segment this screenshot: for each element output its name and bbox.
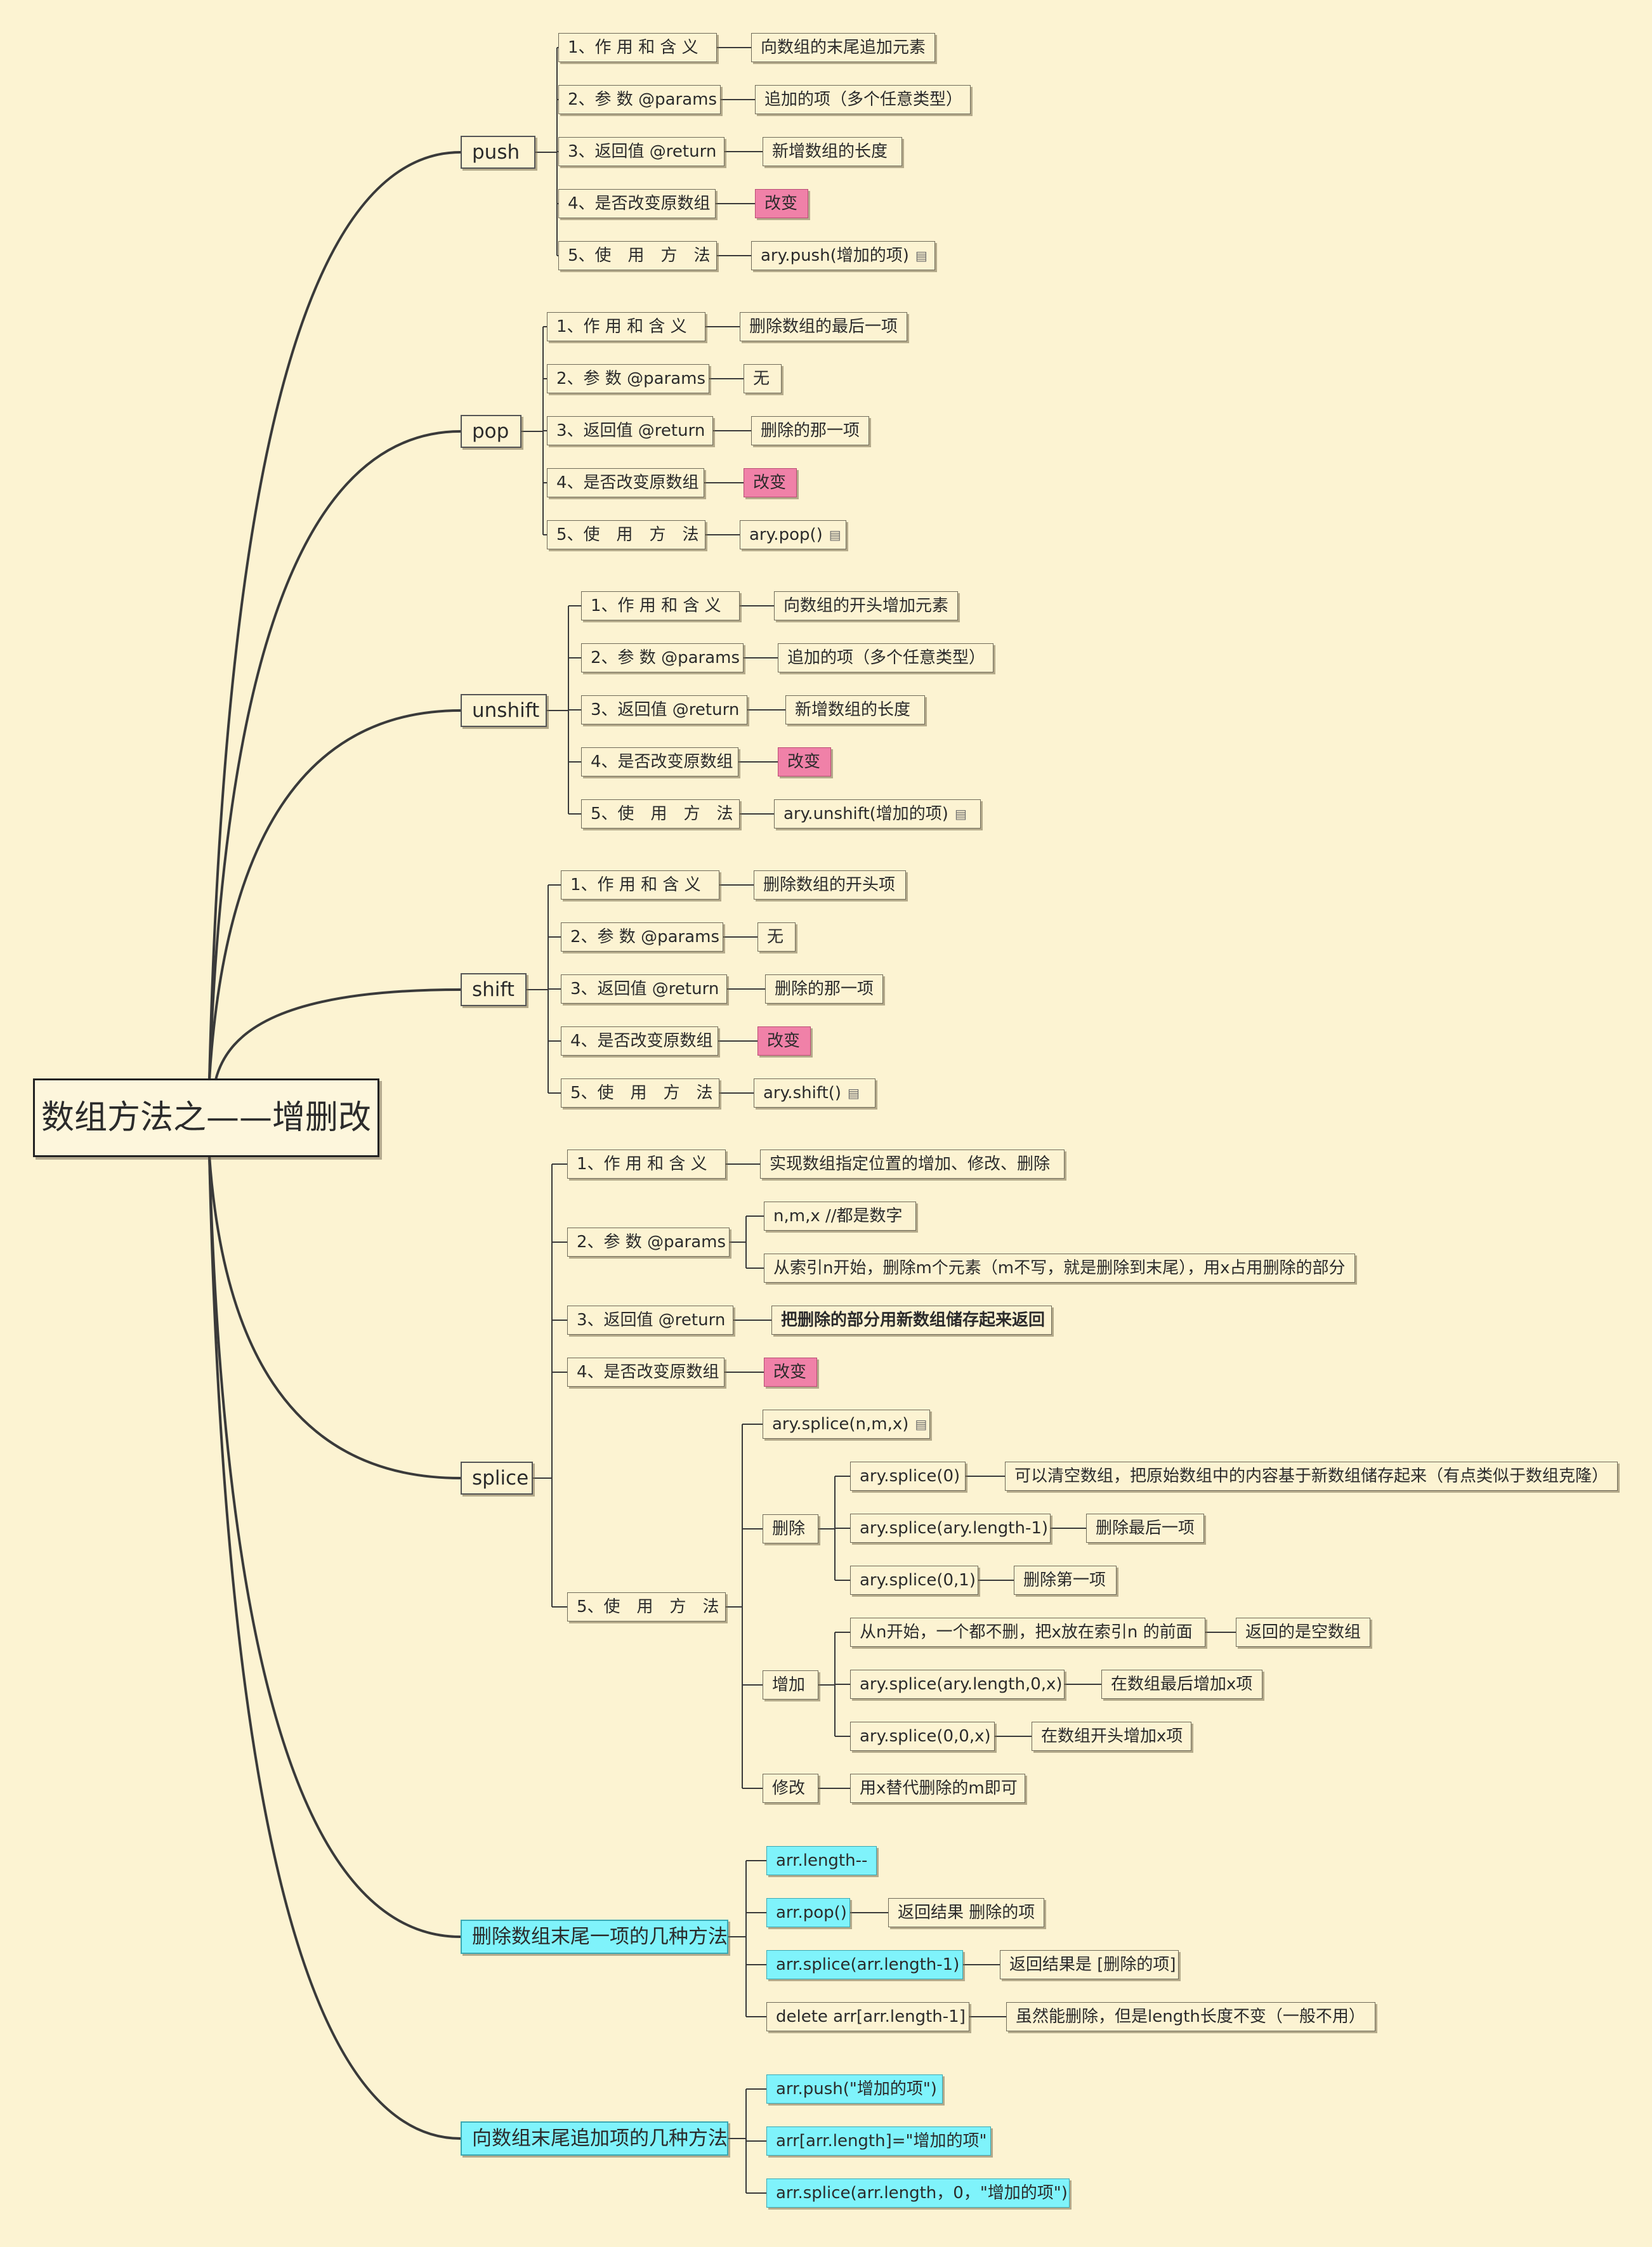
root-topic[interactable]: 数组方法之——增删改 (33, 1078, 379, 1157)
append-end-splice[interactable]: arr.splice(arr.length，0，"增加的项") (766, 2178, 1070, 2208)
splice-modify-note[interactable]: 用x替代删除的m即可 (850, 1774, 1025, 1803)
unshift-meaning-label[interactable]: 1、作 用 和 含 义 (581, 591, 740, 620)
remove-last-pop[interactable]: arr.pop() (766, 1898, 850, 1927)
splice-delete-last-note[interactable]: 删除最后一项 (1086, 1514, 1204, 1543)
unshift-return-value[interactable]: 新增数组的长度 (785, 695, 925, 724)
push-params-value[interactable]: 追加的项（多个任意类型） (755, 85, 971, 114)
splice-add-before-n-note[interactable]: 返回的是空数组 (1236, 1618, 1370, 1647)
splice-meaning-value[interactable]: 实现数组指定位置的增加、修改、删除 (760, 1150, 1065, 1179)
unshift-usage-label[interactable]: 5、使 用 方 法 (581, 799, 740, 829)
note-icon[interactable]: ▤ (829, 527, 841, 542)
unshift-topic[interactable]: unshift (461, 694, 547, 727)
push-topic[interactable]: push (461, 136, 535, 169)
pop-params-value[interactable]: 无 (744, 364, 782, 393)
splice-params-nmx[interactable]: n,m,x //都是数字 (764, 1202, 916, 1231)
pop-usage-label[interactable]: 5、使 用 方 法 (547, 520, 705, 549)
append-end-index-assign[interactable]: arr[arr.length]="增加的项" (766, 2126, 991, 2156)
splice-delete-group[interactable]: 删除 (763, 1514, 818, 1543)
pop-params-label[interactable]: 2、参 数 @params (547, 364, 709, 393)
shift-meaning-label[interactable]: 1、作 用 和 含 义 (561, 870, 719, 900)
shift-return-value[interactable]: 删除的那一项 (765, 974, 883, 1004)
push-meaning-label[interactable]: 1、作 用 和 含 义 (558, 33, 717, 62)
splice-delete-first-note[interactable]: 删除第一项 (1014, 1566, 1117, 1595)
splice-mutates-label[interactable]: 4、是否改变原数组 (567, 1358, 724, 1387)
remove-last-pop-note[interactable]: 返回结果 删除的项 (888, 1898, 1044, 1927)
splice-mutates-badge[interactable]: 改变 (764, 1358, 817, 1387)
push-usage-value[interactable]: ary.push(增加的项)▤ (751, 241, 935, 270)
branch-curve (208, 709, 461, 1080)
shift-mutates-badge[interactable]: 改变 (757, 1026, 811, 1056)
splice-modify-group[interactable]: 修改 (763, 1774, 818, 1803)
splice-return-value[interactable]: 把删除的部分用新数组储存起来返回 (771, 1306, 1052, 1335)
shift-return-label[interactable]: 3、返回值 @return (561, 974, 727, 1004)
splice-delete-first[interactable]: ary.splice(0,1) (850, 1566, 978, 1595)
push-meaning-value[interactable]: 向数组的末尾追加元素 (751, 33, 935, 62)
unshift-usage-value[interactable]: ary.unshift(增加的项)▤ (774, 799, 981, 829)
shift-meaning-value[interactable]: 删除数组的开头项 (754, 870, 906, 900)
splice-params-label[interactable]: 2、参 数 @params (567, 1228, 730, 1257)
remove-last-delete[interactable]: delete arr[arr.length-1] (766, 2002, 969, 2031)
push-usage-label[interactable]: 5、使 用 方 法 (558, 241, 717, 270)
note-icon[interactable]: ▤ (954, 806, 967, 822)
note-icon[interactable]: ▤ (915, 1417, 928, 1432)
splice-delete-all-note[interactable]: 可以清空数组，把原始数组中的内容基于新数组储存起来（有点类似于数组克隆） (1005, 1462, 1618, 1491)
remove-last-splice-note[interactable]: 返回结果是 [删除的项] (1000, 1950, 1179, 1979)
append-end-push[interactable]: arr.push("增加的项") (766, 2074, 943, 2104)
unshift-return-label[interactable]: 3、返回值 @return (581, 695, 747, 724)
shift-topic[interactable]: shift (461, 973, 527, 1006)
pop-return-label[interactable]: 3、返回值 @return (547, 416, 713, 445)
shift-params-label[interactable]: 2、参 数 @params (561, 922, 723, 952)
branch-curve (208, 1155, 461, 1938)
pop-meaning-value[interactable]: 删除数组的最后一项 (740, 312, 907, 341)
shift-mutates-label[interactable]: 4、是否改变原数组 (561, 1026, 718, 1056)
splice-add-end-note[interactable]: 在数组最后增加x项 (1101, 1670, 1262, 1699)
branch-curve (208, 151, 461, 1080)
splice-add-start[interactable]: ary.splice(0,0,x) (850, 1722, 995, 1751)
splice-meaning-label[interactable]: 1、作 用 和 含 义 (567, 1150, 726, 1179)
pop-return-value[interactable]: 删除的那一项 (751, 416, 869, 445)
pop-topic[interactable]: pop (461, 415, 521, 448)
pop-usage-value[interactable]: ary.pop()▤ (740, 520, 846, 549)
shift-usage-value[interactable]: ary.shift()▤ (754, 1078, 875, 1108)
splice-topic[interactable]: splice (461, 1462, 533, 1495)
splice-params-desc[interactable]: 从索引n开始，删除m个元素（m不写，就是删除到末尾），用x占用删除的部分 (764, 1254, 1355, 1283)
splice-return-label[interactable]: 3、返回值 @return (567, 1306, 733, 1335)
note-icon[interactable]: ▤ (848, 1085, 860, 1101)
remove-last-splice[interactable]: arr.splice(arr.length-1) (766, 1950, 963, 1979)
splice-add-end[interactable]: ary.splice(ary.length,0,x) (850, 1670, 1065, 1699)
pop-mutates-label[interactable]: 4、是否改变原数组 (547, 468, 704, 497)
unshift-mutates-label[interactable]: 4、是否改变原数组 (581, 747, 738, 776)
branch-curve (214, 988, 461, 1080)
splice-usage-label[interactable]: 5、使 用 方 法 (567, 1592, 726, 1621)
splice-delete-all[interactable]: ary.splice(0) (850, 1462, 966, 1491)
unshift-meaning-value[interactable]: 向数组的开头增加元素 (774, 591, 958, 620)
splice-add-before-n[interactable]: 从n开始，一个都不删，把x放在索引n 的前面 (850, 1618, 1205, 1647)
unshift-params-value[interactable]: 追加的项（多个任意类型） (778, 643, 993, 672)
push-return-label[interactable]: 3、返回值 @return (558, 137, 724, 166)
remove-last-topic[interactable]: 删除数组末尾一项的几种方法 (461, 1920, 728, 1954)
shift-usage-label[interactable]: 5、使 用 方 法 (561, 1078, 719, 1108)
splice-add-group[interactable]: 增加 (763, 1670, 818, 1700)
unshift-params-label[interactable]: 2、参 数 @params (581, 643, 744, 672)
remove-last-delete-note[interactable]: 虽然能删除，但是length长度不变（一般不用） (1006, 2002, 1375, 2031)
note-icon[interactable]: ▤ (915, 248, 928, 263)
append-end-topic[interactable]: 向数组末尾追加项的几种方法 (461, 2121, 728, 2156)
branch-curve (208, 1155, 461, 2140)
branch-curve (208, 1155, 461, 1479)
remove-last-length-decrement[interactable]: arr.length-- (766, 1846, 877, 1875)
shift-params-value[interactable]: 无 (757, 922, 796, 952)
splice-delete-last[interactable]: ary.splice(ary.length-1) (850, 1514, 1051, 1543)
push-return-value[interactable]: 新增数组的长度 (763, 137, 902, 166)
branch-curve (208, 430, 461, 1080)
unshift-mutates-badge[interactable]: 改变 (778, 747, 831, 776)
splice-add-start-note[interactable]: 在数组开头增加x项 (1032, 1722, 1191, 1751)
splice-usage-signature[interactable]: ary.splice(n,m,x)▤ (763, 1410, 930, 1439)
pop-mutates-badge[interactable]: 改变 (744, 468, 797, 497)
pop-meaning-label[interactable]: 1、作 用 和 含 义 (547, 312, 705, 341)
push-mutates-badge[interactable]: 改变 (755, 189, 808, 218)
push-mutates-label[interactable]: 4、是否改变原数组 (558, 189, 716, 218)
push-params-label[interactable]: 2、参 数 @params (558, 85, 721, 114)
